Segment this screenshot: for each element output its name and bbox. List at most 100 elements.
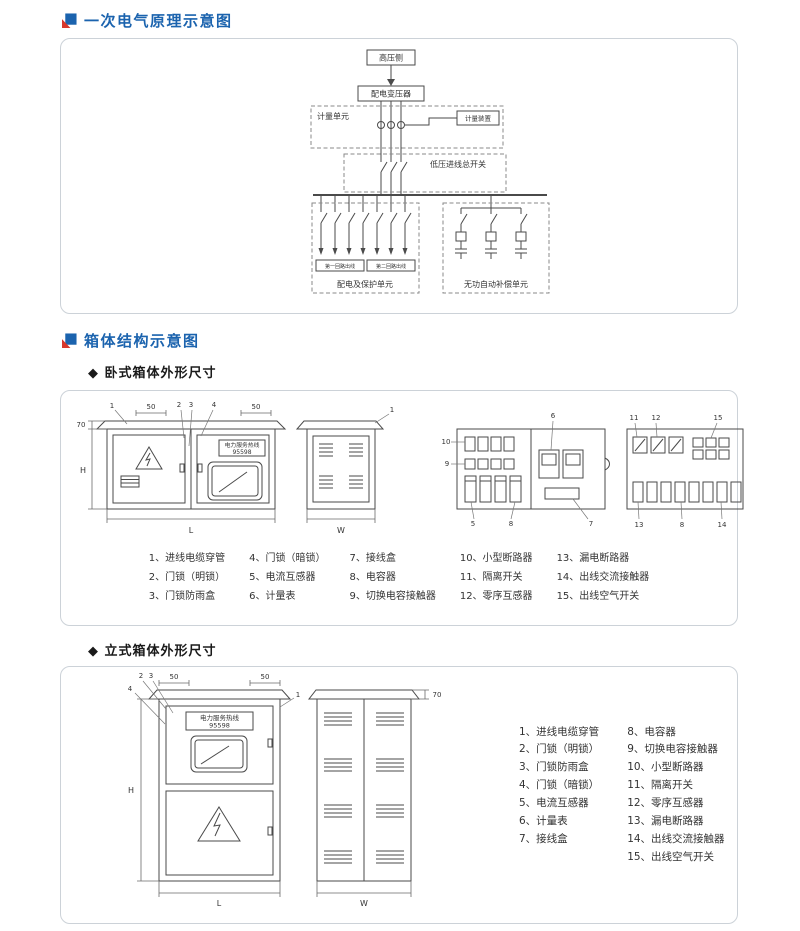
dim-50: 50 (261, 673, 270, 681)
subtitle-horizontal-cabinet: ◆ 卧式箱体外形尺寸 (88, 366, 217, 381)
callout-4: 4 (212, 401, 217, 409)
compensation-branches (455, 195, 528, 259)
vertical-front-view (147, 689, 292, 882)
horizontal-front-view (95, 420, 287, 510)
legend-item: 6、计量表 (519, 814, 568, 827)
hotline-sign (185, 711, 254, 731)
callout-12: 12 (652, 414, 661, 422)
dim-H: H (128, 786, 134, 795)
section-header-structure: 箱体结构示意图 (62, 330, 200, 351)
dim-W: W (360, 899, 368, 908)
horizontal-front-dims (88, 410, 276, 523)
compensation-unit-label: 无功自动补偿单元 (464, 279, 528, 289)
dim-50: 50 (170, 673, 179, 681)
callout-8: 8 (680, 521, 684, 529)
door-lock (267, 738, 273, 748)
callout-9: 9 (445, 460, 449, 468)
dim-W: W (337, 526, 345, 535)
legend-item: 3、门锁防雨盒 (148, 591, 216, 602)
subtitle-vertical-cabinet: ◆ 立式箱体外形尺寸 (88, 644, 217, 659)
louvers (324, 712, 404, 864)
feeder-branches (318, 195, 412, 255)
dim-H: H (80, 466, 86, 475)
vertical-cabinet-legend: 1、进线电缆穿管 2、门锁（明锁） 3、门锁防雨盒 4、门锁（暗锁） 5、电流互… (519, 724, 725, 867)
legend-item: 6、计量表 (249, 591, 296, 602)
legend-item: 1、进线电缆穿管 (519, 725, 600, 738)
callout-1: 1 (390, 406, 394, 414)
metering-unit-label: 计量单元 (317, 111, 349, 121)
vertical-rear-dims (316, 689, 429, 897)
callout-6: 6 (551, 412, 556, 420)
warning-triangle-icon (197, 806, 241, 842)
callout-1: 1 (296, 691, 300, 699)
horizontal-interior-view-1 (456, 428, 610, 510)
horizontal-cabinet-drawings: 1 50 2 3 4 50 70 H L 电力服务热线 95598 (77, 401, 744, 535)
callout-14: 14 (718, 521, 727, 529)
horizontal-interior-view-2 (626, 428, 744, 510)
legend-item: 11、隔离开关 (627, 779, 694, 792)
horizontal-side-dims (306, 509, 376, 523)
callout-7: 7 (589, 520, 593, 528)
hotline-text: 电力服务热线 (200, 713, 240, 722)
lightning-bolt-icon (213, 812, 221, 837)
vertical-cabinet-drawings: 2 3 4 1 50 50 H L 电力服务热线 95598 (128, 672, 442, 908)
vertical-front-dims (137, 680, 281, 897)
legend-column-1: 1、进线电缆穿管 2、门锁（明锁） 3、门锁防雨盒 4、门锁（暗锁） 5、电流互… (519, 724, 599, 867)
legend-item: 10、小型断路器 (459, 553, 533, 564)
hotline-number: 95598 (209, 722, 230, 730)
legend-item: 10、小型断路器 (627, 761, 704, 774)
dim-50: 50 (147, 403, 156, 411)
louvers (319, 443, 363, 489)
horizontal-cabinet-legend: 1、进线电缆穿管 2、门锁（明锁） 3、门锁防雨盒 4、门锁（暗锁） 5、电流互… (61, 549, 737, 602)
vertical-rear-view (307, 689, 421, 882)
dim-L: L (217, 899, 222, 908)
door-handle (604, 457, 610, 471)
legend-item: 9、切换电容接触器 (349, 591, 436, 602)
callout-13: 13 (635, 521, 644, 529)
dim-L: L (189, 526, 194, 535)
door-lock (179, 463, 185, 473)
lightning-bolt-icon (144, 452, 151, 467)
horizontal-side-view (295, 420, 385, 510)
legend-item: 11、隔离开关 (459, 572, 523, 583)
legend-item: 15、出线空气开关 (627, 850, 715, 863)
circuit-dashed-units (310, 105, 550, 294)
vertical-front-leaders (134, 680, 295, 725)
legend-item: 8、电容器 (627, 725, 676, 738)
hotline-number: 95598 (232, 449, 251, 456)
feeder1-label: 第一回路出线 (325, 263, 355, 270)
meter-window (207, 461, 263, 501)
section-title-structure: 箱体结构示意图 (84, 332, 200, 350)
meter-window (190, 735, 248, 773)
legend-item: 8、电容器 (349, 572, 396, 583)
callout-2: 2 (139, 672, 143, 680)
primary-circuit-diagram: 高压侧 配电变压器 计量单元 计量装置 低压进线总开关 第一回路出线 第二回路出… (310, 49, 550, 294)
callout-15: 15 (714, 414, 723, 422)
legend-item: 12、零序互感器 (459, 591, 533, 602)
legend-item: 15、出线空气开关 (556, 591, 640, 602)
legend-item: 13、漏电断路器 (627, 814, 704, 827)
callout-5: 5 (471, 520, 475, 528)
hotline-sign (218, 439, 266, 457)
legend-item: 14、出线交流接触器 (556, 572, 650, 583)
legend-item: 7、接线盒 (519, 832, 568, 845)
legend-item: 13、漏电断路器 (556, 553, 630, 564)
callout-11: 11 (630, 414, 639, 422)
dim-70: 70 (433, 691, 442, 699)
metering-device-label: 计量装置 (465, 114, 492, 123)
legend-item: 7、接线盒 (349, 553, 396, 564)
legend-item: 9、切换电容接触器 (627, 743, 718, 756)
transformer-label: 配电变压器 (371, 89, 411, 99)
feeder2-label: 第二回路出线 (376, 263, 406, 270)
lv-main-switch-label: 低压进线总开关 (430, 159, 486, 169)
hv-side-label: 高压侧 (379, 53, 403, 63)
horizontal-interior-1-leaders (451, 420, 589, 520)
callout-8: 8 (509, 520, 513, 528)
legend-item: 2、门锁（明锁） (148, 572, 226, 583)
legend-item: 3、门锁防雨盒 (519, 761, 589, 774)
horizontal-front-leaders (114, 409, 214, 447)
horizontal-interior-2-leaders (634, 422, 723, 520)
callout-3: 3 (189, 401, 193, 409)
distribution-unit-label: 配电及保护单元 (337, 279, 393, 289)
